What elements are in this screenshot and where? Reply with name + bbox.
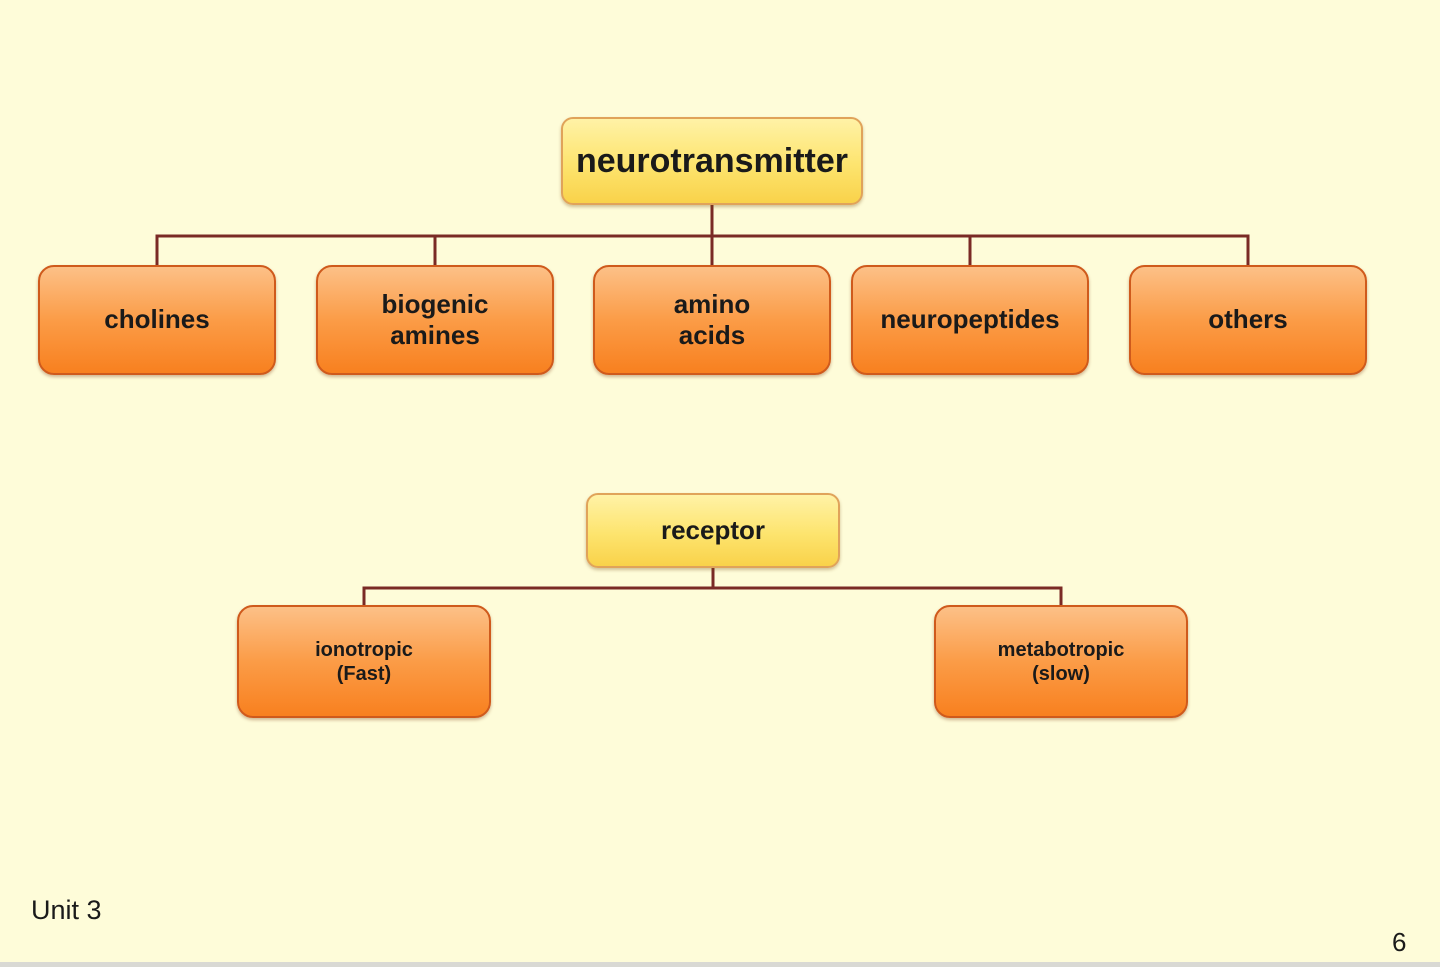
- node-neurotransmitter: neurotransmitter: [561, 117, 863, 205]
- node-neuropeptides: neuropeptides: [851, 265, 1089, 375]
- node-amino-acids: amino acids: [593, 265, 831, 375]
- node-others: others: [1129, 265, 1367, 375]
- node-metabotropic: metabotropic (slow): [934, 605, 1188, 718]
- node-ionotropic: ionotropic (Fast): [237, 605, 491, 718]
- bottom-strip: [0, 962, 1440, 967]
- footer-unit-label: Unit 3: [31, 895, 102, 925]
- node-receptor: receptor: [586, 493, 840, 568]
- node-cholines: cholines: [38, 265, 276, 375]
- node-biogenic-amines: biogenic amines: [316, 265, 554, 375]
- page-number: 6: [1392, 927, 1407, 957]
